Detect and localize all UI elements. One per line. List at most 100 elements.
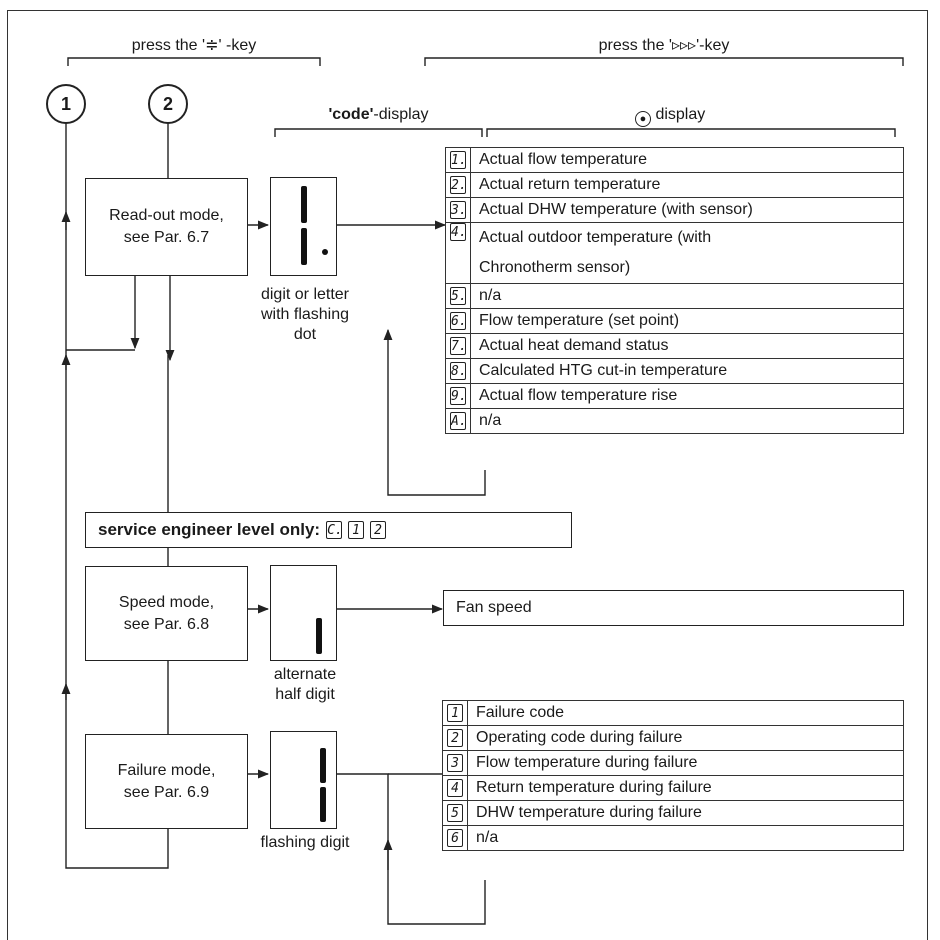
readout-code-cell: 1. [445, 147, 471, 173]
failure-mode-box: Failure mode, see Par. 6.9 [85, 734, 248, 829]
circle-1: 1 [46, 84, 86, 124]
service-code-c: C. [326, 521, 343, 539]
diagram-frame [7, 10, 928, 940]
caption-readout: digit or letter with flashing dot [260, 286, 350, 343]
code-display-rest: -display [373, 106, 429, 123]
readout-code: 5. [450, 286, 467, 305]
digit-segment-bottom [301, 228, 307, 265]
readout-code-cell: 6. [445, 308, 471, 334]
flashing-digit-bottom [320, 787, 326, 822]
readout-code: A. [450, 411, 467, 430]
caption-speed: alternate half digit [273, 666, 337, 703]
code-display-readout [270, 177, 337, 276]
readout-text: Actual return temperature [470, 172, 904, 198]
readout-code-cell: 4. [445, 222, 471, 284]
failure-code: 2 [447, 728, 463, 747]
readout-code-cell: 2. [445, 172, 471, 198]
readout-row: 9.Actual flow temperature rise [445, 383, 904, 409]
failure-code: 4 [447, 778, 463, 797]
bracket-step [424, 57, 904, 66]
readout-code-cell: A. [445, 408, 471, 434]
readout-text: n/a [470, 283, 904, 309]
half-digit-segment [316, 618, 322, 654]
readout-code: 3. [450, 200, 467, 219]
code-display-bold: 'code' [328, 106, 374, 123]
readout-row: 1.Actual flow temperature [445, 147, 904, 173]
service-code-2: 2 [370, 521, 387, 539]
header-display: ● display [635, 106, 705, 127]
readout-code: 8. [450, 361, 467, 380]
readout-text: Flow temperature (set point) [470, 308, 904, 334]
readout-row: 8.Calculated HTG cut-in temperature [445, 358, 904, 384]
service-label: service engineer level only: [98, 520, 321, 539]
readout-code: 4. [450, 223, 467, 241]
failure-code-cell: 3 [442, 750, 468, 776]
failure-code-cell: 1 [442, 700, 468, 726]
display-label: display [655, 106, 706, 123]
readout-code-cell: 7. [445, 333, 471, 359]
readout-code: 6. [450, 311, 467, 330]
header-step-key: press the '▹▹▹'-key [598, 37, 730, 54]
readout-text: Actual DHW temperature (with sensor) [470, 197, 904, 223]
header-updown-key: press the '≑' -key [131, 37, 257, 54]
readout-row: 2.Actual return temperature [445, 172, 904, 198]
fan-speed-label: Fan speed [456, 599, 532, 616]
readout-code-cell: 9. [445, 383, 471, 409]
line-circle1 [65, 123, 169, 869]
readout-text: Calculated HTG cut-in temperature [470, 358, 904, 384]
failure-text: Operating code during failure [467, 725, 904, 751]
bracket-display [486, 128, 896, 137]
failure-code-cell: 5 [442, 800, 468, 826]
failure-code: 3 [447, 753, 463, 772]
readout-code-cell: 3. [445, 197, 471, 223]
readout-row: 6.Flow temperature (set point) [445, 308, 904, 334]
readout-code-cell: 8. [445, 358, 471, 384]
readout-row: 3.Actual DHW temperature (with sensor) [445, 197, 904, 223]
readout-mode-box: Read-out mode, see Par. 6.7 [85, 178, 248, 276]
code-display-failure [270, 731, 337, 829]
failure-code: 6 [447, 828, 463, 847]
failure-text: DHW temperature during failure [467, 800, 904, 826]
bracket-updown [67, 57, 321, 66]
failure-text: n/a [467, 825, 904, 851]
code-display-speed [270, 565, 337, 661]
readout-text: Actual heat demand status [470, 333, 904, 359]
failure-text: Return temperature during failure [467, 775, 904, 801]
failure-code-cell: 4 [442, 775, 468, 801]
readout-code: 7. [450, 336, 467, 355]
readout-code-cell: 5. [445, 283, 471, 309]
service-code-1: 1 [348, 521, 365, 539]
caption-failure: flashing digit [260, 834, 350, 851]
failure-text: Failure code [467, 700, 904, 726]
readout-row: 5.n/a [445, 283, 904, 309]
readout-text: Actual outdoor temperature (with Chronot… [470, 222, 904, 284]
readout-text: Actual flow temperature rise [470, 383, 904, 409]
speed-table: Fan speed [443, 590, 904, 626]
header-code-display: 'code'-display [275, 106, 482, 124]
service-engineer-bar: service engineer level only: C. 1 2 [85, 512, 572, 548]
speed-mode-box: Speed mode, see Par. 6.8 [85, 566, 248, 661]
failure-code-cell: 6 [442, 825, 468, 851]
readout-text: Actual flow temperature [470, 147, 904, 173]
failure-text: Flow temperature during failure [467, 750, 904, 776]
readout-row: 4.Actual outdoor temperature (with Chron… [445, 222, 904, 284]
failure-code: 1 [447, 703, 463, 722]
readout-code: 9. [450, 386, 467, 405]
circle-2: 2 [148, 84, 188, 124]
flashing-digit-top [320, 748, 326, 783]
readout-row: A.n/a [445, 408, 904, 434]
failure-code: 5 [447, 803, 463, 822]
bracket-code [274, 128, 483, 137]
readout-row: 7.Actual heat demand status [445, 333, 904, 359]
readout-code: 2. [450, 175, 467, 194]
flashing-dot [322, 249, 328, 255]
